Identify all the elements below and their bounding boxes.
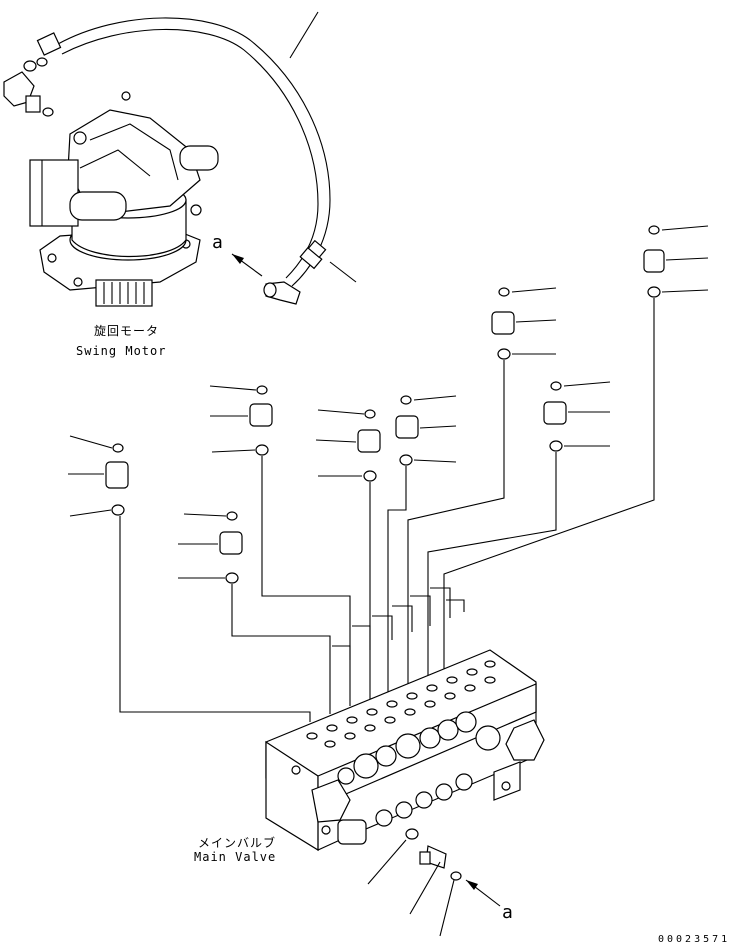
leader-line: [329, 261, 357, 283]
leader-line: [289, 11, 319, 59]
swing-motor: [3, 57, 219, 307]
swing-motor-hose: [36, 17, 331, 305]
main-valve-label-jp: メインバルブ: [198, 836, 277, 850]
fitting-groups: [68, 225, 709, 584]
routing-lines: [119, 298, 655, 722]
main-valve: [265, 649, 545, 852]
reference-a-top: a: [212, 232, 223, 253]
swing-motor-label-en: Swing Motor: [76, 344, 167, 358]
arrow-a-top-head: [232, 254, 244, 264]
main-valve-label-en: Main Valve: [194, 850, 277, 864]
swing-motor-label-jp: 旋回モータ: [94, 324, 160, 338]
document-number: 00023571: [658, 934, 731, 945]
reference-a-bottom: a: [502, 902, 513, 923]
bottom-fitting: [367, 828, 501, 937]
